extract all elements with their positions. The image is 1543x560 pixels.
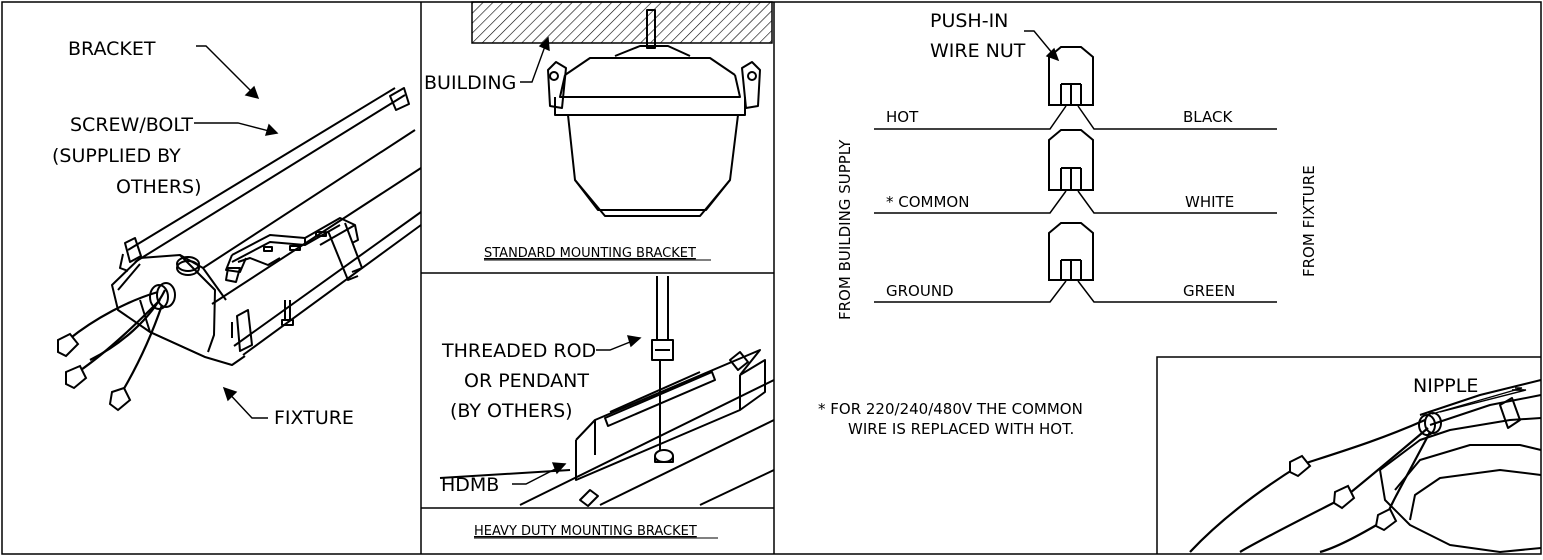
voltage-note-line1: * FOR 220/240/480V THE COMMON: [818, 400, 1083, 418]
left-leaders: [194, 45, 279, 419]
bracket-label: BRACKET: [68, 38, 156, 60]
heavy-bracket-caption: HEAVY DUTY MOUNTING BRACKET: [474, 524, 697, 539]
hdmb-label: HDMB: [441, 474, 499, 496]
standard-fixture-drawing: [547, 9, 761, 217]
heavy-bracket-drawing: [439, 276, 775, 507]
nipple-label: NIPPLE: [1413, 375, 1478, 397]
screw-label-line1: SCREW/BOLT: [70, 114, 193, 136]
rod-label-line3: (BY OTHERS): [450, 400, 573, 422]
from-building-supply-label: FROM BUILDING SUPPLY: [836, 139, 854, 320]
nipple-leader-arrow: [1431, 387, 1523, 415]
screw-label-line3: OTHERS): [116, 176, 202, 198]
nipple-inset-wires: [1189, 418, 1431, 554]
wire-nut-leader: [1024, 30, 1060, 62]
fixture-wire-black: BLACK: [1183, 108, 1233, 126]
voltage-note-line2: WIRE IS REPLACED WITH HOT.: [848, 420, 1074, 438]
rod-label-line2: OR PENDANT: [464, 370, 589, 392]
building-leader: [520, 36, 550, 83]
from-fixture-label: FROM FIXTURE: [1300, 165, 1318, 277]
supply-wire-ground: GROUND: [886, 282, 954, 300]
fixture-wire-green: GREEN: [1183, 282, 1235, 300]
building-label: BUILDING: [424, 72, 516, 94]
fixture-drawing: [111, 87, 422, 366]
wire-nut-icons: [57, 332, 132, 412]
nipple-inset-nuts: [1289, 454, 1398, 532]
wire-nut-label-line1: PUSH-IN: [930, 10, 1008, 32]
fixture-wire-white: WHITE: [1185, 193, 1234, 211]
rod-label-line1: THREADED ROD: [441, 340, 596, 362]
screw-label-line2: (SUPPLIED BY: [52, 145, 181, 167]
fixture-label: FIXTURE: [274, 407, 354, 429]
fixture-wires: [67, 289, 166, 393]
supply-wire-hot: HOT: [886, 108, 919, 126]
building-ceiling: [471, 1, 773, 44]
standard-bracket-caption: STANDARD MOUNTING BRACKET: [484, 246, 696, 261]
panel-heavy-bracket: THREADED ROD OR PENDANT (BY OTHERS) HDMB…: [439, 276, 775, 539]
nipple-inset-drawing: [1379, 379, 1542, 553]
wire-nut-label-line2: WIRE NUT: [930, 40, 1026, 62]
supply-wire-common: * COMMON: [886, 193, 969, 211]
panel-standard-bracket: BUILDING STANDARD MOUNTING BRACKET: [424, 1, 773, 261]
push-in-wire-nut-icons: [1048, 46, 1094, 281]
wiring-lines: [874, 105, 1277, 303]
panel-fixture-overview: BRACKET SCREW/BOLT (SUPPLIED BY OTHERS) …: [52, 38, 422, 429]
heavy-leaders: [512, 335, 642, 485]
panel-wiring: PUSH-IN WIRE NUT FROM BUILDING SUPPLY FR…: [818, 10, 1542, 554]
